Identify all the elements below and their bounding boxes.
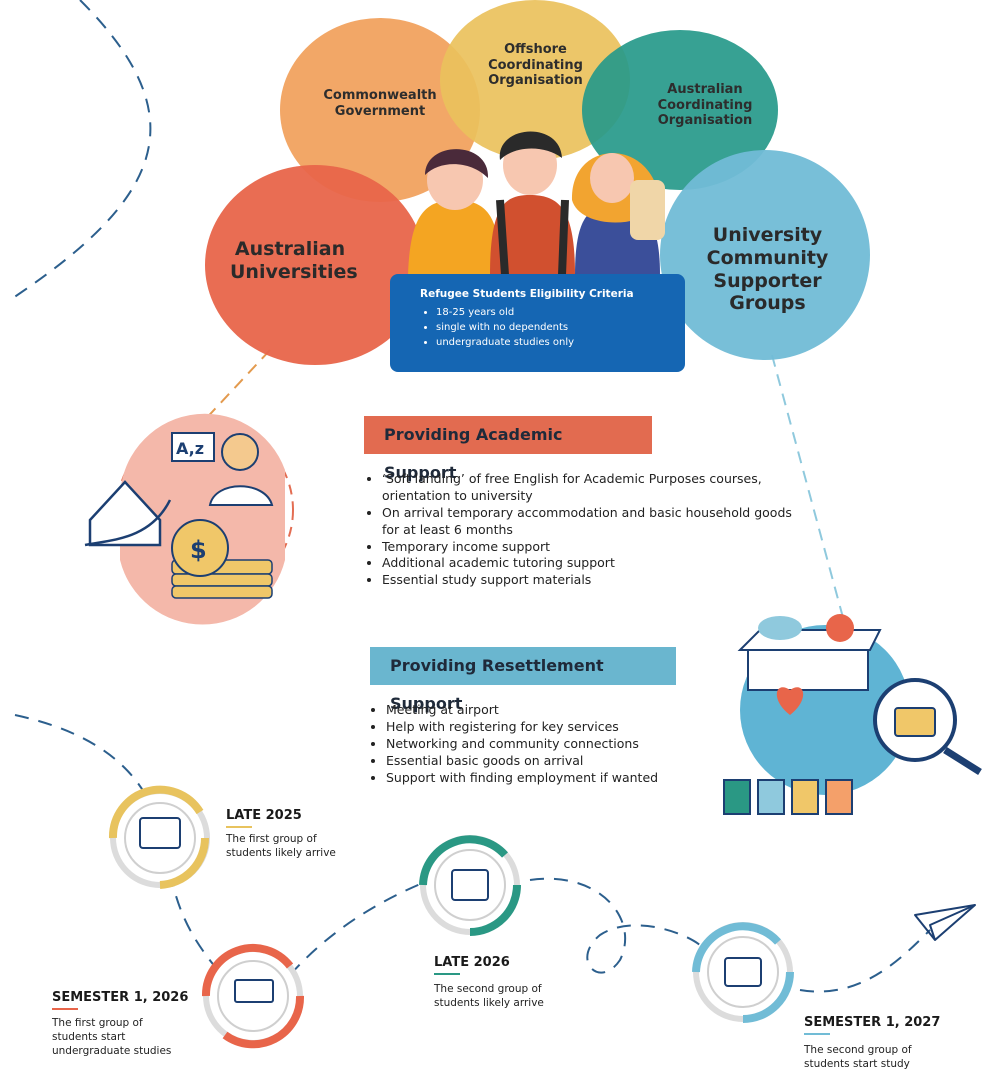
eligibility-criteria-box: Refugee Students Eligibility Criteria 18… xyxy=(390,274,685,372)
timeline-rule xyxy=(226,826,252,828)
arrival-icon xyxy=(108,785,210,889)
students-illustration xyxy=(408,131,665,276)
stakeholder-circles xyxy=(205,0,870,365)
timeline-rule xyxy=(434,973,460,975)
list-item: Temporary income support xyxy=(382,539,802,556)
dashed-path-right xyxy=(799,929,931,993)
label-offshore: Offshore Coordinating Organisation xyxy=(488,42,583,89)
list-item: ‘Soft landing’ of free English for Acade… xyxy=(382,471,802,505)
criteria-title: Refugee Students Eligibility Criteria xyxy=(420,288,634,300)
dashed-path-top-left xyxy=(9,0,152,301)
education-support-icon: A,z $ xyxy=(84,413,294,625)
label-community: University Community Supporter Groups xyxy=(706,224,829,315)
dashed-connector-blue xyxy=(771,354,846,626)
criteria-item: undergraduate studies only xyxy=(436,335,669,350)
circle-offshore xyxy=(440,0,630,160)
criteria-item: 18-25 years old xyxy=(436,305,669,320)
dashed-connector-orange xyxy=(199,349,271,426)
timeline-desc-late-2026: The second group of students likely arri… xyxy=(434,983,544,1010)
timeline-rule xyxy=(804,1033,830,1035)
label-commonwealth: Commonwealth Government xyxy=(323,88,437,119)
circle-commonwealth xyxy=(280,18,480,202)
dashed-path-middle xyxy=(289,879,431,976)
resettlement-support-list: Meeting at airport Help with registering… xyxy=(372,702,716,786)
timeline-title-sem-2026: SEMESTER 1, 2026 xyxy=(52,990,189,1005)
timeline-rule xyxy=(52,1008,78,1010)
list-item: Additional academic tutoring support xyxy=(382,555,802,572)
criteria-list: 18-25 years old single with no dependent… xyxy=(420,305,669,350)
svg-text:$: $ xyxy=(190,536,207,564)
list-item: On arrival temporary accommodation and b… xyxy=(382,505,802,539)
list-item: Meeting at airport xyxy=(386,702,716,719)
classroom-icon xyxy=(201,944,305,1049)
list-item: Essential basic goods on arrival xyxy=(386,753,716,770)
list-item: Support with finding employment if wante… xyxy=(386,770,716,787)
academic-support-list: ‘Soft landing’ of free English for Acade… xyxy=(368,471,802,589)
timeline-desc-late-2025: The first group of students likely arriv… xyxy=(226,833,336,860)
timeline-title-late-2025: LATE 2025 xyxy=(226,808,302,823)
academic-support-heading: Providing Academic Support xyxy=(364,416,652,482)
dashed-path-loop xyxy=(529,877,701,974)
resettlement-support-heading: Providing Resettlement Support xyxy=(370,647,676,713)
label-australian-coordinating: Australian Coordinating Organisation xyxy=(657,82,753,129)
traveller-icon xyxy=(419,835,521,936)
circle-community xyxy=(660,150,870,360)
list-item: Essential study support materials xyxy=(382,572,802,589)
list-item: Help with registering for key services xyxy=(386,719,716,736)
timeline-title-sem-2027: SEMESTER 1, 2027 xyxy=(804,1015,941,1030)
study-icon xyxy=(692,922,794,1023)
svg-text:A,z: A,z xyxy=(176,439,204,458)
timeline-desc-sem-2026: The first group of students start underg… xyxy=(52,1017,172,1058)
paper-plane-icon xyxy=(914,904,976,941)
resettlement-support-icon xyxy=(723,614,982,815)
circle-universities xyxy=(205,165,425,365)
criteria-item: single with no dependents xyxy=(436,320,669,335)
list-item: Networking and community connections xyxy=(386,736,716,753)
circle-australian-coordinating xyxy=(582,30,778,190)
timeline-title-late-2026: LATE 2026 xyxy=(434,955,510,970)
label-universities: Australian Universities xyxy=(230,238,358,283)
timeline-desc-sem-2027: The second group of students start study xyxy=(804,1044,912,1071)
